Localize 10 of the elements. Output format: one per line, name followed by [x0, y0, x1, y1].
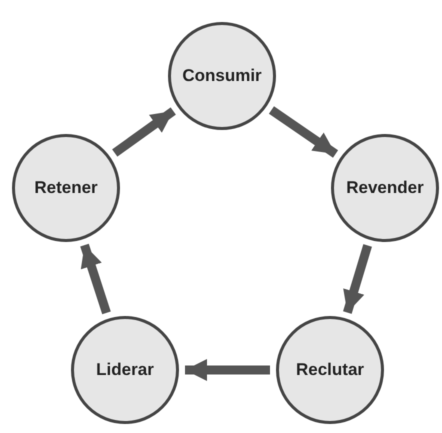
- node-label: Liderar: [96, 359, 154, 381]
- arrow: [112, 107, 176, 157]
- arrow: [268, 106, 338, 158]
- arrow: [343, 244, 372, 314]
- node-label: Consumir: [182, 65, 262, 87]
- arrow: [80, 244, 111, 314]
- node-label: Revender: [346, 177, 424, 199]
- node-label: Reclutar: [296, 359, 364, 381]
- node-label: Retener: [34, 177, 98, 199]
- arrow: [185, 359, 270, 381]
